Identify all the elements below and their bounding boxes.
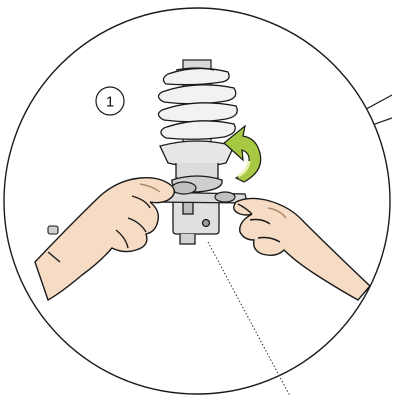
step-number: 1 [106,94,114,111]
step-badge: 1 [96,87,124,115]
fastener [48,226,58,234]
